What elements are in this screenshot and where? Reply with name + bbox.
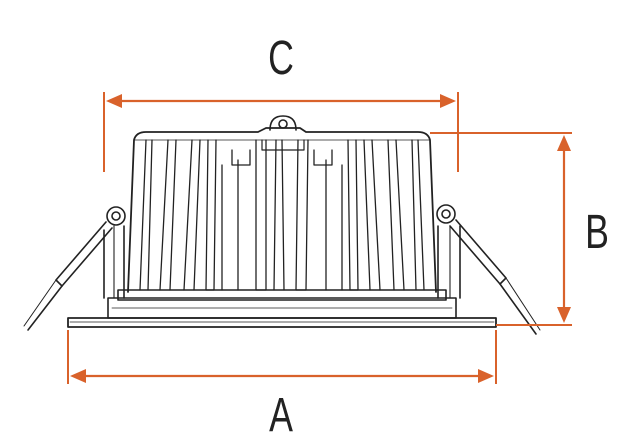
dimension-b-arrow-bottom [557,307,571,323]
dimension-b [430,132,572,326]
dimension-a-arrow-left [70,369,86,383]
dimension-a [67,330,497,384]
dimension-c-arrow-right [440,94,456,108]
dimension-c-arrow-left [106,94,122,108]
label-a: A [269,388,293,441]
top-clip [261,115,305,151]
dimension-c [103,92,459,172]
heat-sink-fins [139,139,425,291]
label-b: B [585,205,609,258]
base-plate [107,289,457,319]
right-spring-clip [436,204,541,335]
dimension-b-arrow-top [557,135,571,151]
left-spring-clip [23,206,126,331]
dimension-a-arrow-right [478,369,494,383]
label-c: C [268,31,294,84]
trim-ring [67,317,497,328]
luminaire-drawing [23,115,541,335]
